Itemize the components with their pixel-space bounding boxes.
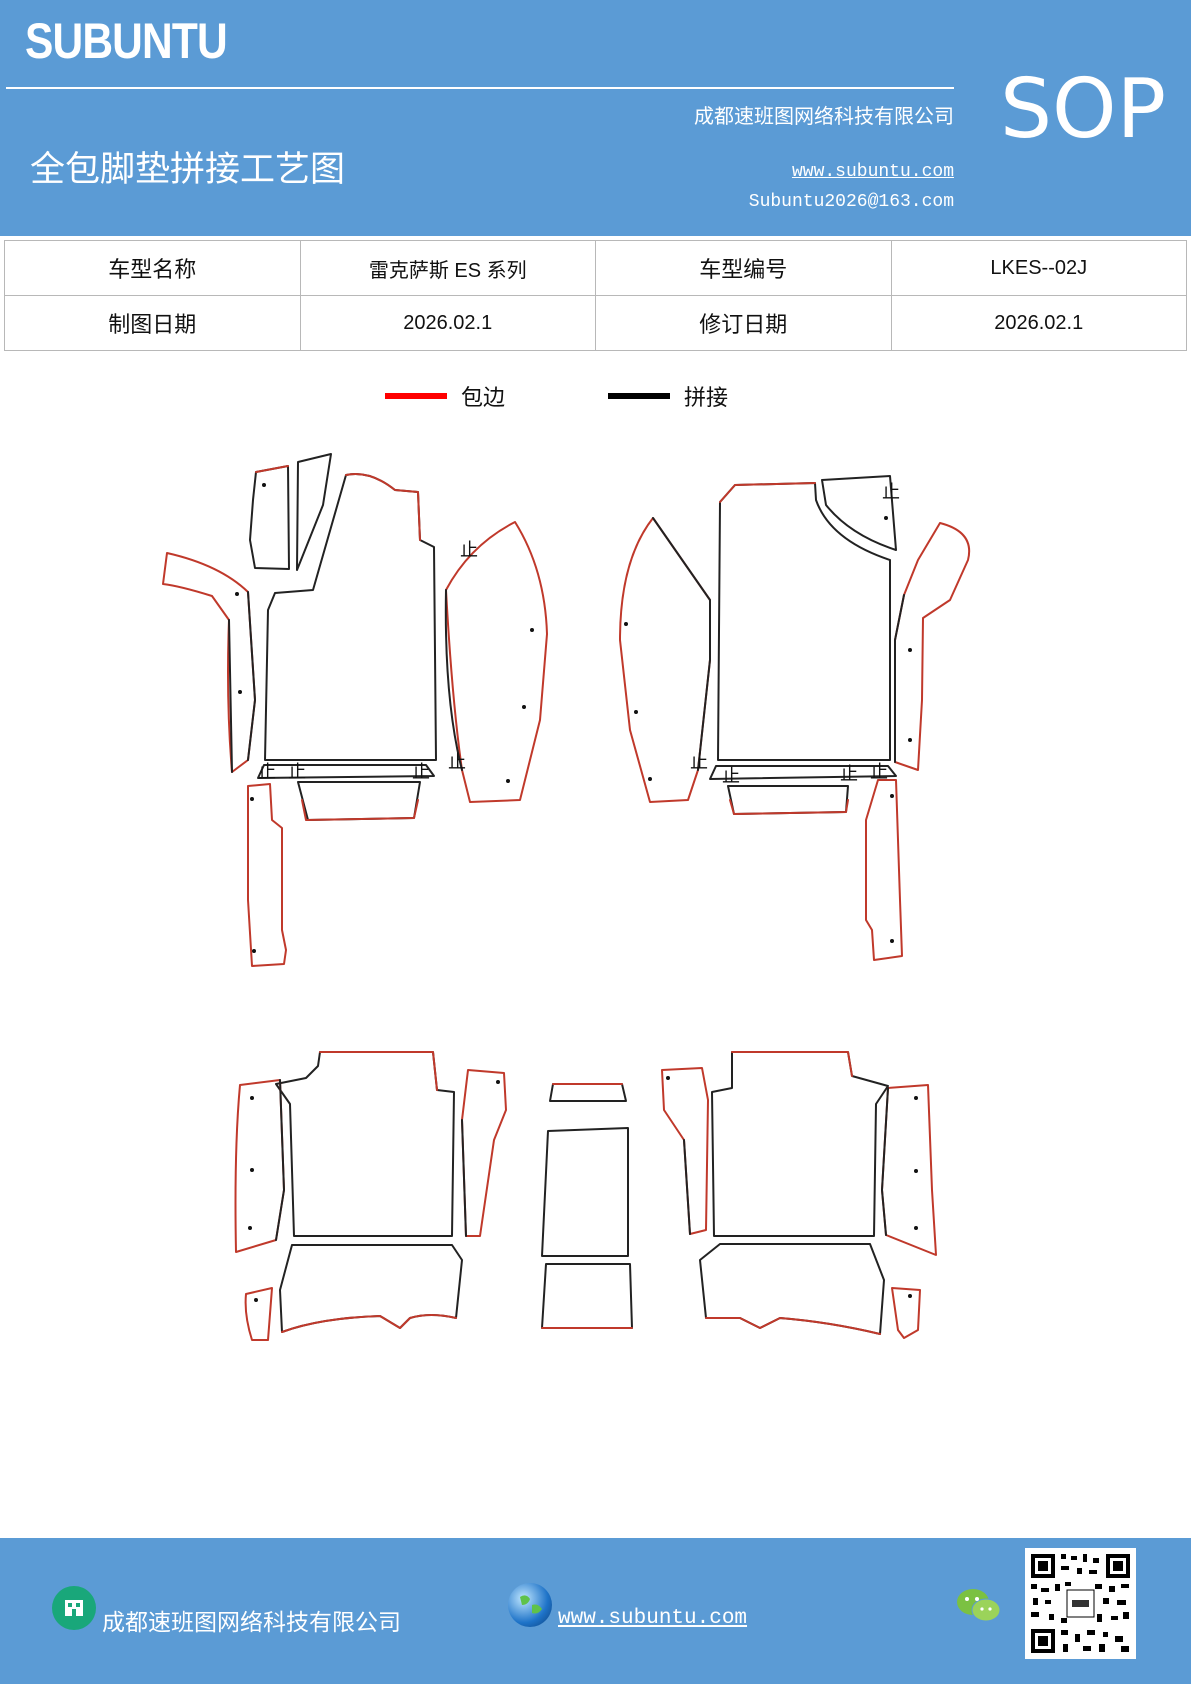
revise-date-label: 修订日期 bbox=[595, 295, 892, 351]
revise-date-value: 2026.02.1 bbox=[890, 295, 1187, 351]
stop-mark: 止 bbox=[690, 752, 708, 773]
legend-swatch-black bbox=[608, 393, 670, 399]
stop-mark: 止 bbox=[870, 762, 888, 783]
stop-mark: 止 bbox=[258, 762, 276, 783]
draw-date-label: 制图日期 bbox=[4, 295, 301, 351]
header-divider bbox=[6, 87, 954, 89]
stop-mark: 止 bbox=[882, 482, 900, 503]
table-row: 制图日期 2026.02.1 修订日期 2026.02.1 bbox=[4, 295, 1187, 351]
company-name: 成都速班图网络科技有限公司 bbox=[694, 104, 954, 128]
legend-swatch-red bbox=[385, 393, 447, 399]
rear-right-mat bbox=[661, 1051, 937, 1339]
brand-logo: SUBUNTU bbox=[25, 13, 228, 69]
legend-label-seam: 拼接 bbox=[684, 386, 729, 411]
draw-date-value: 2026.02.1 bbox=[299, 295, 596, 351]
model-code-label: 车型编号 bbox=[595, 240, 892, 296]
front-left-mat bbox=[162, 453, 548, 967]
stop-mark: 止 bbox=[288, 762, 306, 783]
stop-marks: 止 止 止 止 止 止 止 止 止 止 bbox=[258, 482, 900, 787]
stop-mark: 止 bbox=[448, 752, 466, 773]
stop-mark: 止 bbox=[412, 762, 430, 783]
model-code-value: LKES--02J bbox=[890, 240, 1187, 296]
stop-mark: 止 bbox=[722, 766, 740, 787]
email-text: Subuntu2026@163.com bbox=[748, 192, 954, 212]
footer-website-link[interactable]: www.subuntu.com bbox=[558, 1607, 748, 1630]
qr-code bbox=[1025, 1548, 1136, 1659]
vehicle-info-table: 车型名称 雷克萨斯 ES 系列 车型编号 LKES--02J 制图日期 2026… bbox=[4, 240, 1187, 351]
sop-label: SOP bbox=[1000, 62, 1167, 157]
building-icon bbox=[52, 1586, 96, 1630]
grommet-dots bbox=[235, 483, 918, 1302]
stop-mark: 止 bbox=[840, 764, 858, 785]
header-banner: SUBUNTU 成都速班图网络科技有限公司 全包脚垫拼接工艺图 www.subu… bbox=[0, 0, 1191, 236]
table-row: 车型名称 雷克萨斯 ES 系列 车型编号 LKES--02J bbox=[4, 240, 1187, 296]
globe-icon bbox=[508, 1583, 552, 1627]
page-title: 全包脚垫拼接工艺图 bbox=[30, 150, 346, 190]
legend-edging: 包边 bbox=[385, 380, 505, 412]
rear-center-mat bbox=[541, 1083, 633, 1329]
front-right-mat bbox=[619, 475, 971, 961]
model-name-label: 车型名称 bbox=[4, 240, 301, 296]
rear-left-mat bbox=[234, 1051, 507, 1341]
model-name-value: 雷克萨斯 ES 系列 bbox=[299, 240, 596, 296]
floor-mat-drawing: 止 止 止 止 止 止 止 止 止 止 bbox=[162, 453, 971, 1341]
legend-label-edging: 包边 bbox=[461, 386, 506, 411]
website-link[interactable]: www.subuntu.com bbox=[791, 162, 954, 182]
stop-mark: 止 bbox=[460, 540, 478, 561]
legend-seam: 拼接 bbox=[608, 380, 728, 412]
wechat-icon[interactable] bbox=[956, 1586, 1002, 1626]
footer-company: 成都速班图网络科技有限公司 bbox=[102, 1610, 401, 1636]
